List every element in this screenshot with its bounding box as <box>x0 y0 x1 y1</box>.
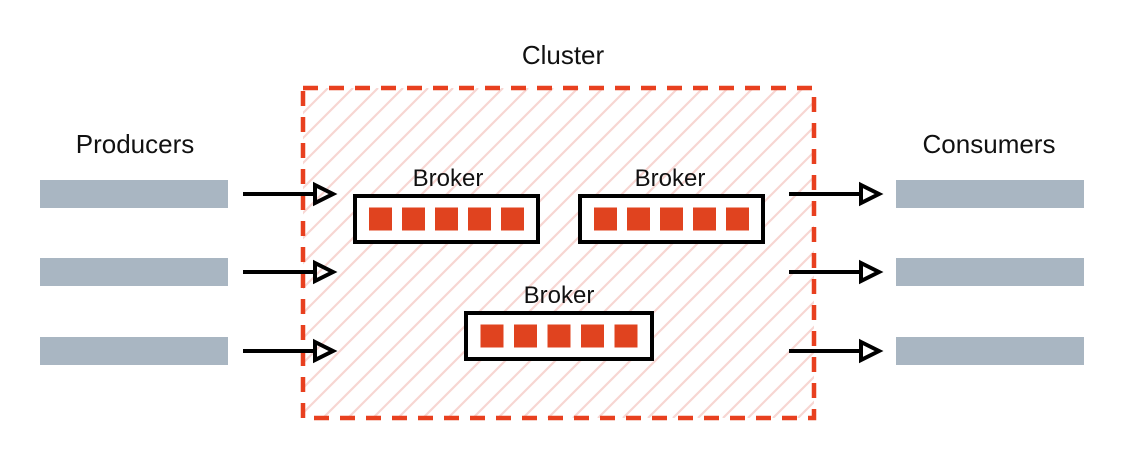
endpoint-bar <box>40 180 228 208</box>
hatch-line <box>303 88 479 265</box>
producer-arrow-head <box>313 181 338 207</box>
hatch-line <box>522 125 814 418</box>
hatch-line <box>303 88 454 240</box>
broker-partition <box>627 207 650 231</box>
hatch-line <box>372 88 704 418</box>
broker-partition <box>435 207 458 231</box>
broker-partition <box>660 207 683 231</box>
endpoint-bar <box>896 258 1084 286</box>
broker-label: Broker <box>413 165 484 192</box>
hatch-line <box>722 325 814 418</box>
hatch-line <box>303 88 529 315</box>
hatch-line <box>303 88 429 215</box>
hatch-line <box>303 88 504 290</box>
broker-partition <box>402 207 425 231</box>
hatch-line <box>747 350 814 418</box>
consumer-bars <box>896 180 1084 365</box>
producer-arrows <box>243 181 338 364</box>
broker-partition <box>614 324 638 348</box>
hatch-line <box>422 88 754 418</box>
producer-arrow-head <box>313 259 338 285</box>
hatch-line <box>497 100 814 418</box>
broker-partition <box>547 324 571 348</box>
broker-partition <box>594 207 617 231</box>
broker-partition <box>468 207 491 231</box>
broker-partition <box>501 207 524 231</box>
endpoint-bar <box>40 258 228 286</box>
producer-bars <box>40 180 228 365</box>
hatch-line <box>347 88 679 418</box>
hatch-line <box>572 175 814 418</box>
endpoint-bar <box>40 337 228 365</box>
broker-label: Broker <box>524 282 595 309</box>
broker-partition <box>514 324 537 348</box>
consumer-arrow-head <box>859 259 884 285</box>
hatch-line <box>1098 88 1124 418</box>
hatch-line <box>303 88 554 340</box>
producers-title: Producers <box>76 129 195 159</box>
hatch-line <box>303 88 579 365</box>
consumer-arrow-head <box>859 181 884 207</box>
endpoint-bar <box>896 180 1084 208</box>
consumer-arrows <box>789 181 884 364</box>
cluster-boundary <box>300 85 817 421</box>
cluster-title: Cluster <box>522 40 605 70</box>
hatch-line <box>447 88 779 418</box>
broker-partition <box>693 207 716 231</box>
broker-partition <box>581 324 604 348</box>
brokers <box>353 194 765 361</box>
hatch-line <box>1073 88 1124 418</box>
hatch-line <box>322 88 654 418</box>
hatch-line <box>303 88 379 165</box>
hatch-line <box>622 225 814 418</box>
broker-partition <box>480 324 504 348</box>
broker-label: Broker <box>635 165 706 192</box>
hatch-line <box>472 88 804 418</box>
cluster-region <box>300 85 1124 421</box>
hatch-line <box>697 300 814 418</box>
hatch-line <box>303 88 604 390</box>
producer-arrow-head <box>313 338 338 364</box>
broker-partition <box>726 207 749 231</box>
cluster-hatch-pattern <box>303 88 1124 418</box>
hatch-line <box>303 88 629 415</box>
hatch-line <box>1048 88 1124 418</box>
consumer-arrow-head <box>859 338 884 364</box>
hatch-line <box>397 88 729 418</box>
hatch-line <box>672 275 814 418</box>
broker-partition <box>369 207 392 231</box>
consumers-title: Consumers <box>923 129 1056 159</box>
hatch-line <box>303 88 404 190</box>
hatch-line <box>597 200 814 418</box>
endpoint-bar <box>896 337 1084 365</box>
hatch-line <box>547 150 814 418</box>
